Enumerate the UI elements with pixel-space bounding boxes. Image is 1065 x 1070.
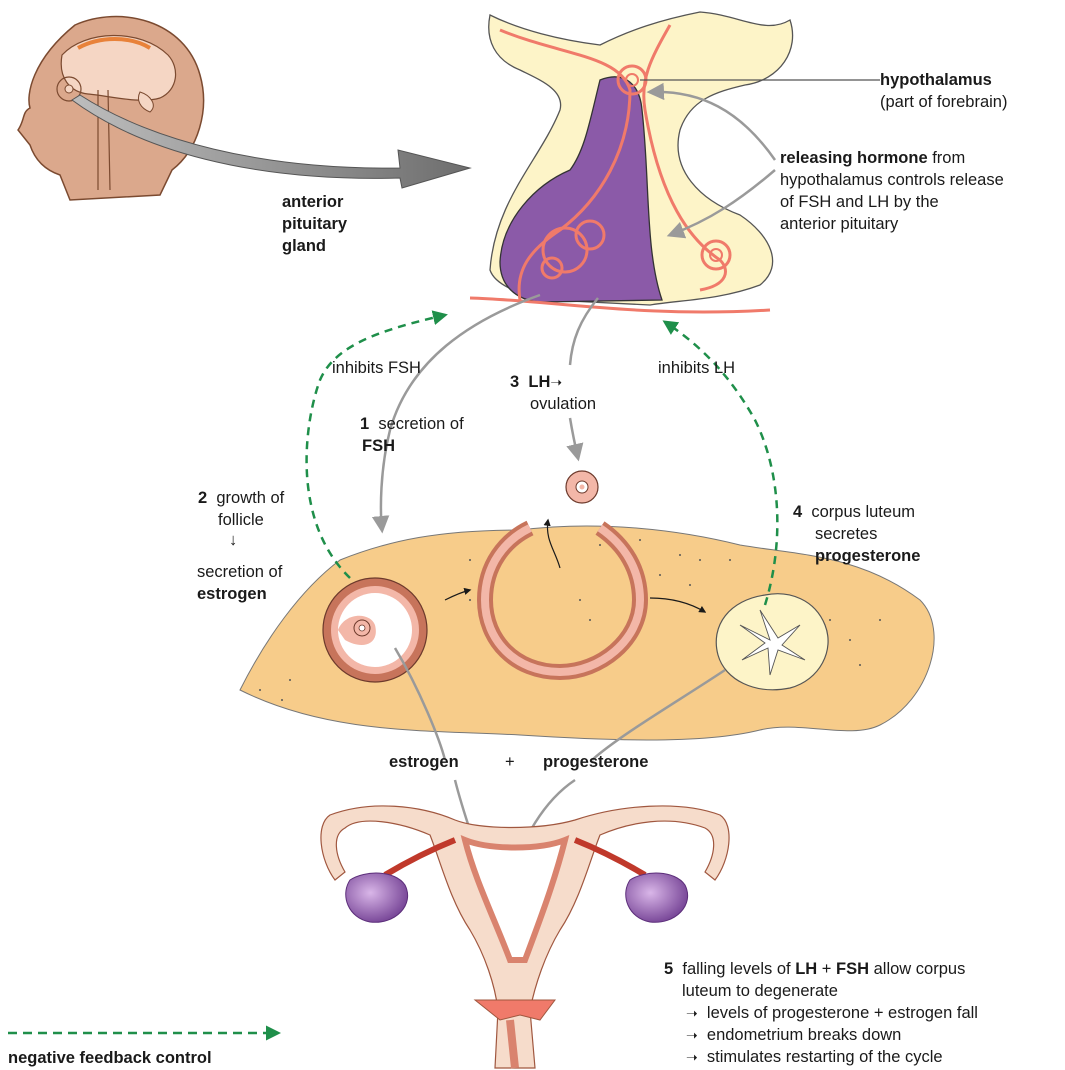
releasing-line-2: hypothalamus controls release [780, 170, 1004, 190]
step1-fsh: FSH [362, 436, 395, 456]
step1-text: secretion of [378, 415, 463, 433]
releasing-line-4: anterior pituitary [780, 214, 898, 234]
inhibits-fsh-label: inhibits FSH [332, 358, 421, 378]
step4-label: 4 corpus luteum [793, 502, 915, 522]
step1-number: 1 [360, 415, 369, 433]
step5-c3-text: stimulates restarting of the cycle [707, 1048, 943, 1066]
step5-consequence-3: ➝ stimulates restarting of the cycle [686, 1047, 943, 1067]
step4-text: corpus luteum [811, 503, 915, 521]
step5-c1-text: levels of progesterone + estrogen fall [707, 1004, 978, 1022]
step5-consequence-1: ➝ levels of progesterone + estrogen fall [686, 1003, 978, 1023]
legend-label: negative feedback control [8, 1048, 212, 1068]
step5-text-a: falling levels of [682, 960, 790, 978]
step5-consequence-2: ➝ endometrium breaks down [686, 1025, 901, 1045]
anterior-label-3: gland [282, 236, 326, 256]
estrogen-label: estrogen [389, 752, 459, 772]
head-illustration [18, 17, 204, 200]
step5-number: 5 [664, 960, 673, 978]
step4-progesterone: progesterone [815, 546, 920, 566]
ovum [566, 471, 598, 503]
step2-secretion: secretion of [197, 562, 282, 582]
step5-lh: LH [795, 960, 817, 978]
step3-ovulation: ovulation [530, 394, 596, 414]
corpus-luteum [716, 594, 828, 690]
step2-text: growth of [216, 489, 284, 507]
step3-lh: LH [528, 373, 550, 391]
anterior-label-1: anterior [282, 192, 343, 212]
follicle-growing [323, 578, 427, 682]
right-arrow-icon: ➝ [686, 1047, 698, 1067]
step2-estrogen: estrogen [197, 584, 267, 604]
releasing-hormone-from: from [928, 149, 966, 167]
releasing-hormone-bold: releasing hormone [780, 149, 928, 167]
progesterone-label: progesterone [543, 752, 648, 772]
anterior-label-2: pituitary [282, 214, 347, 234]
plus-sign: + [505, 752, 515, 772]
step3-arrow-icon: ➝ [550, 372, 562, 392]
inhibits-lh-label: inhibits LH [658, 358, 735, 378]
step2-number: 2 [198, 489, 207, 507]
step4-secretes: secretes [815, 524, 877, 544]
hypothalamus-label: hypothalamus [880, 70, 992, 90]
step5-text-b: allow corpus [874, 960, 966, 978]
right-arrow-icon: ➝ [686, 1025, 698, 1045]
step2-label: 2 growth of [198, 488, 284, 508]
step5-label: 5 falling levels of LH + FSH allow corpu… [664, 959, 965, 979]
step3-label: 3 LH➝ [510, 372, 562, 392]
step5-plus: + [822, 960, 832, 978]
releasing-line-3: of FSH and LH by the [780, 192, 939, 212]
down-arrow-icon: ↓ [229, 530, 237, 550]
right-arrow-icon: ➝ [686, 1003, 698, 1023]
step3-number: 3 [510, 373, 519, 391]
step5-fsh: FSH [836, 960, 869, 978]
releasing-hormone-label: releasing hormone from [780, 148, 965, 168]
step1-label: 1 secretion of [360, 414, 464, 434]
uterus-illustration [321, 806, 729, 1068]
step2-follicle: follicle [218, 510, 264, 530]
step5-c2-text: endometrium breaks down [707, 1026, 901, 1044]
hypothalamus-sublabel: (part of forebrain) [880, 92, 1007, 112]
lh-arrow-lower [570, 418, 578, 458]
step5-line-2: luteum to degenerate [682, 981, 838, 1001]
step4-number: 4 [793, 503, 802, 521]
fsh-arrow [381, 295, 540, 530]
